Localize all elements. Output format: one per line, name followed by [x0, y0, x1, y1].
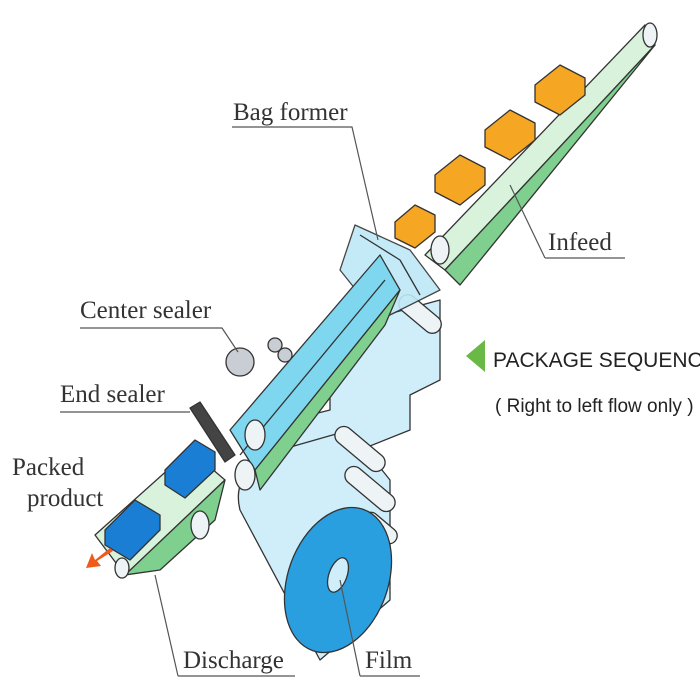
label-infeed: Infeed: [548, 229, 612, 256]
packed-products: [104, 439, 216, 561]
label-film: Film: [365, 647, 413, 674]
label-discharge: Discharge: [183, 647, 284, 674]
infeed-products: [394, 64, 586, 249]
package-sequence-note: ( Right to left flow only ): [495, 396, 694, 417]
label-end-sealer: End sealer: [60, 381, 165, 408]
discharge-arrow-icon: [86, 548, 113, 568]
label-center-sealer: Center sealer: [80, 297, 212, 324]
main-conveyor: [229, 254, 401, 491]
leader-lines: [60, 126, 625, 677]
film-roll: [283, 506, 393, 654]
label-packed-product-line1: Packed: [12, 454, 85, 481]
label-packed-product-line2: product: [27, 485, 103, 512]
end-sealer: [189, 401, 236, 463]
sequence-arrow-icon: [466, 340, 485, 372]
center-sealer: [225, 337, 293, 377]
label-bag-former: Bag former: [233, 99, 348, 126]
infeed-conveyor: [424, 22, 658, 286]
package-sequence-title: PACKAGE SEQUENCE: [493, 349, 700, 372]
